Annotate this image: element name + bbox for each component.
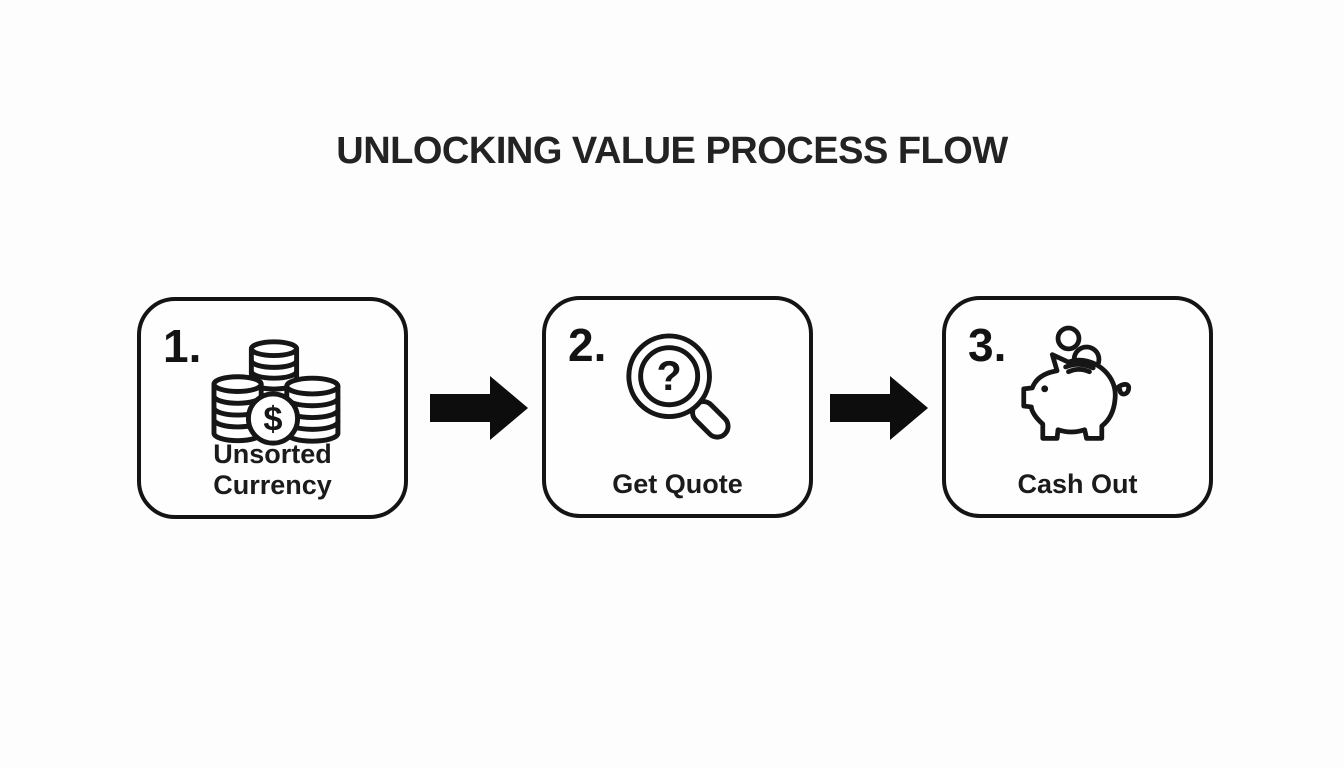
- piggy-bank-icon: [1019, 323, 1137, 449]
- arrow-right-icon: [830, 376, 928, 440]
- step-number: 3.: [968, 319, 1007, 371]
- page-title: UNLOCKING VALUE PROCESS FLOW: [336, 130, 1008, 172]
- dollar-symbol: $: [263, 400, 282, 438]
- arrow-right-icon: [430, 376, 528, 440]
- step-box-cash-out: 3. Cash Out: [942, 296, 1213, 518]
- step-number: 2.: [568, 319, 607, 371]
- magnifier-question-icon: ?: [618, 330, 738, 448]
- step-label: Unsorted Currency: [213, 439, 332, 500]
- coin-stacks-icon: $: [204, 331, 342, 451]
- step-box-unsorted-currency: 1.: [137, 297, 408, 519]
- step-label: Get Quote: [612, 468, 743, 499]
- step-number: 1.: [163, 320, 202, 372]
- question-symbol: ?: [656, 353, 681, 399]
- step-label: Cash Out: [1017, 468, 1138, 499]
- step-box-get-quote: 2. ? Get Quote: [542, 296, 813, 518]
